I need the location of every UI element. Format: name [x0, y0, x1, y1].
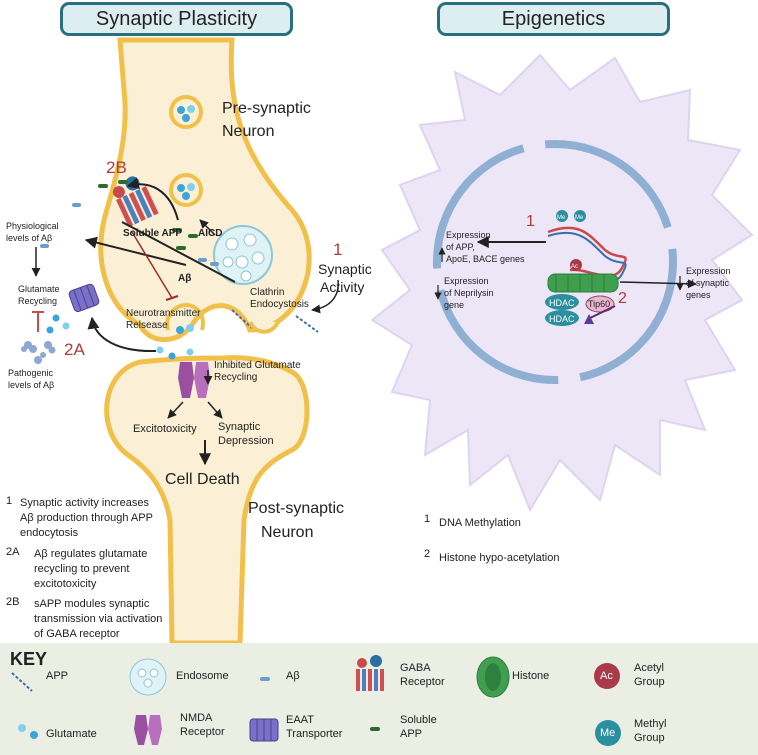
neurotransmitter-label: Neurotransmitter — [126, 308, 201, 319]
clathrin-label: Clathrin — [250, 287, 284, 298]
clathrin-label-2: Endocystosis — [250, 299, 309, 310]
key-panel: KEY APP Glutamate Endosome NMDA Receptor… — [0, 643, 758, 755]
key-ac-icon: Ac — [600, 670, 613, 682]
pathogenic-label-2: levels of Aβ — [8, 380, 54, 390]
key-eaat: EAAT — [286, 714, 314, 726]
label-1: 1 — [333, 240, 342, 259]
hdac-label-2: HDAC — [549, 314, 575, 324]
expression-neprilysin-label: Expression — [444, 276, 489, 286]
inhibited-label-2: Recycling — [214, 372, 257, 383]
endosome — [213, 225, 273, 285]
svg-text:Ac: Ac — [571, 264, 578, 270]
nucleus — [433, 140, 677, 384]
expression-app-label-2: of APP, — [446, 242, 475, 252]
histones — [547, 273, 619, 293]
post-synaptic-label: Post-synaptic — [248, 500, 344, 517]
key-endosome: Endosome — [176, 670, 229, 682]
expression-app-label-3: ApoE, BACE genes — [446, 254, 525, 264]
abeta-aggregate — [21, 341, 56, 364]
abeta-label: Aβ — [178, 273, 191, 284]
synaptic-depression-label: Synaptic — [218, 421, 261, 433]
epi-label-2: 2 — [618, 290, 627, 307]
soluble-app-label: Soluble APP — [123, 228, 182, 239]
svg-text:Me: Me — [557, 215, 566, 221]
vesicle — [169, 173, 203, 207]
pre-synaptic-label: Pre-synaptic — [222, 100, 311, 117]
pathogenic-label: Pathogenic — [8, 368, 54, 378]
key-acetyl: Acetyl — [634, 662, 664, 674]
svg-text:Me: Me — [575, 215, 584, 221]
epi-label-1: 1 — [526, 213, 535, 230]
expression-synaptic-label-2: of synaptic — [686, 278, 730, 288]
expression-neprilysin-label-3: gene — [444, 300, 464, 310]
releasing-vesicle — [156, 302, 205, 360]
excitotoxicity-label: Excitotoxicity — [133, 423, 197, 435]
key-app: APP — [46, 670, 69, 682]
key-icons — [11, 655, 621, 746]
cell-death-label: Cell Death — [165, 471, 240, 488]
label-2a: 2A — [64, 340, 85, 359]
nmda-receptor — [178, 362, 210, 398]
key-gaba-2: Receptor — [400, 676, 445, 688]
key-soluble-app: Soluble — [400, 714, 437, 726]
key-gaba: GABA — [400, 662, 431, 674]
key-methyl-2: Group — [634, 732, 665, 744]
vesicle — [169, 95, 203, 129]
key-soluble-app-2: APP — [400, 728, 423, 740]
key-eaat-2: Transporter — [286, 728, 343, 740]
aicd-label: AICD — [198, 228, 222, 239]
header-epigenetics: Epigenetics — [437, 2, 670, 36]
tip60-label: Tip60 — [588, 299, 610, 309]
key-nmda-2: Receptor — [180, 726, 225, 738]
physiological-label: Physiological — [6, 221, 59, 231]
key-histone: Histone — [512, 670, 550, 682]
inhibited-label: Inhibited Glutamate — [214, 360, 301, 371]
expression-synaptic-label: Expression — [686, 266, 731, 276]
glutamate-recycling-label: Glutamate — [18, 284, 60, 294]
key-me-icon: Me — [600, 727, 616, 739]
expression-synaptic-label-3: genes — [686, 290, 711, 300]
key-title: KEY — [10, 649, 48, 669]
synaptic-activity-label: Synaptic — [318, 261, 372, 277]
key-nmda: NMDA — [180, 712, 213, 724]
neurotransmitter-label-2: Relsease — [126, 320, 168, 331]
key-glutamate: Glutamate — [46, 728, 97, 740]
eaat-transporter — [68, 283, 100, 313]
synaptic-activity-label-2: Activity — [320, 279, 364, 295]
key-abeta: Aβ — [286, 670, 300, 682]
expression-neprilysin-label-2: of Neprilysin — [444, 288, 494, 298]
post-synaptic-label-2: Neuron — [261, 524, 313, 541]
diagram-canvas: Pre-synaptic Neuron 2B 2A 1 Synaptic Act… — [6, 37, 754, 643]
hdac-label: HDAC — [549, 298, 575, 308]
glutamate-recycling-label-2: Recycling — [18, 296, 57, 306]
key-acetyl-2: Group — [634, 676, 665, 688]
key-methyl: Methyl — [634, 718, 667, 730]
physiological-label-2: levels of Aβ — [6, 233, 52, 243]
expression-app-label: Expression — [446, 230, 491, 240]
pre-synaptic-label-2: Neuron — [222, 123, 274, 140]
post-synaptic-neuron — [104, 355, 310, 643]
label-2b: 2B — [106, 158, 127, 177]
header-synaptic-plasticity: Synaptic Plasticity — [60, 2, 293, 36]
synaptic-depression-label-2: Depression — [218, 435, 274, 447]
